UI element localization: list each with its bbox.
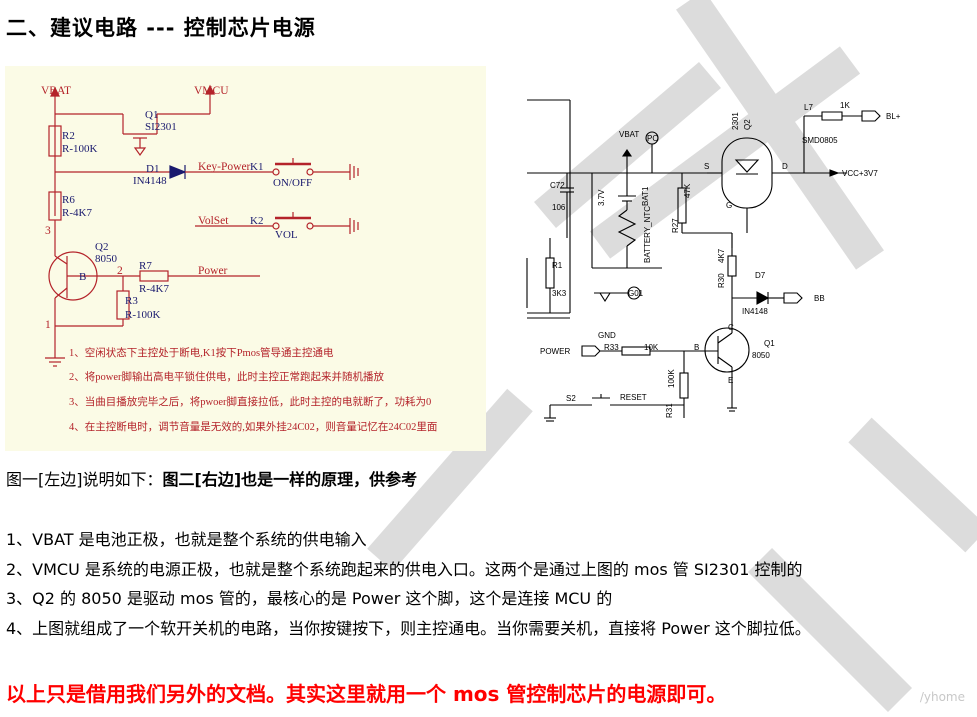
explanation-item-3: 3、Q2 的 8050 是驱动 mos 管的，最核心的是 Power 这个脚，这… (6, 589, 613, 608)
left-note-3: 3、当曲目播放完毕之后，将pwoer脚直接拉低，此时主控的电就断了，功耗为0 (69, 395, 431, 408)
r-label-r31: R31 (665, 403, 674, 418)
label-r2-val: R-100K (62, 143, 98, 155)
figure-caption: 图一[左边]说明如下：图二[右边]也是一样的原理，供参考 (6, 466, 417, 490)
r-label-c: C (728, 323, 734, 332)
label-vbat: VBAT (41, 85, 71, 97)
explanation-item-2: 2、VMCU 是系统的电源正极，也就是整个系统跑起来的供电入口。这两个是通过上图… (6, 559, 803, 579)
label-k1: K1 (250, 161, 263, 173)
r-label-s: S (704, 162, 709, 171)
label-pin2: 2 (117, 265, 123, 277)
r-label-l7: L7 (804, 103, 813, 112)
label-d1: D1 (146, 163, 159, 175)
r-label-reset: RESET (620, 393, 647, 402)
label-d1-part: IN4148 (133, 175, 167, 187)
label-q2: Q2 (95, 241, 108, 253)
r-label-g01: G01 (628, 289, 644, 298)
r-label-bb: BB (814, 294, 825, 303)
r-label-e: E (728, 376, 733, 385)
r-label-c72-val: 106 (552, 203, 566, 212)
r-label-c72: C72 (550, 181, 565, 190)
r-label-gnd: GND (598, 331, 616, 340)
label-onoff: ON/OFF (273, 177, 312, 189)
r-label-l7-val: 1K (840, 101, 850, 110)
label-keypower: Key-Power (198, 161, 251, 173)
label-r7-val: R-4K7 (139, 283, 169, 295)
r-label-r33-val: 10K (644, 343, 659, 352)
r-label-r1: R1 (552, 261, 563, 270)
r-label-r1-val: 3K3 (552, 289, 567, 298)
left-schematic-diagram: VBAT VMCU Key-Power VolSet Power 3 2 1 Q… (41, 84, 437, 433)
r-label-r27: R27 (671, 218, 680, 233)
label-q1: Q1 (145, 109, 158, 121)
label-r3-val: R-100K (125, 309, 161, 321)
r-label-g: G (726, 201, 732, 210)
r-label-q2-part: 2301 (731, 112, 740, 130)
r-label-vbat: VBAT (619, 130, 639, 139)
r-label-q1: Q1 (764, 339, 775, 348)
right-schematic-figure: VBAT PO C72 106 3.7V BAT1 BATTERY_NTC R1… (522, 88, 977, 443)
label-volset: VolSet (198, 215, 229, 227)
label-vol: VOL (275, 229, 298, 241)
label-q1-part: SI2301 (145, 121, 177, 133)
label-r2: R2 (62, 130, 75, 142)
label-pin3: 3 (45, 225, 51, 237)
watermark-text: /yhome (919, 690, 965, 704)
label-r3: R3 (125, 295, 138, 307)
page-title: 二、建议电路 --- 控制芯片电源 (6, 16, 316, 40)
r-label-l7-part: SMD0805 (802, 136, 838, 145)
explanation-item-4: 4、上图就组成了一个软开关机的电路，当你按键按下，则主控通电。当你需要关机，直接… (6, 618, 811, 638)
r-label-po: PO (647, 134, 659, 143)
label-pin1: 1 (45, 319, 51, 331)
explanation-list: 1、VBAT 是电池正极，也就是整个系统的供电输入 2、VMCU 是系统的电源正… (6, 525, 811, 643)
label-r6: R6 (62, 194, 75, 206)
r-label-d7: D7 (755, 271, 766, 280)
footer-remark: 以上只是借用我们另外的文档。其实这里就用一个 mos 管控制芯片的电源即可。 (6, 682, 727, 706)
r-label-r30: R30 (717, 273, 726, 288)
r-label-37v: 3.7V (597, 189, 606, 206)
label-r7: R7 (139, 260, 152, 272)
r-label-r30-val: 4K7 (717, 248, 726, 263)
label-k2: K2 (250, 215, 263, 227)
explanation-item-1: 1、VBAT 是电池正极，也就是整个系统的供电输入 (6, 530, 367, 549)
left-note-4: 4、在主控断电时，调节音量是无效的,如果外挂24C02，则音量记忆在24C02里… (69, 420, 437, 433)
r-label-d7-part: IN4148 (742, 307, 768, 316)
left-schematic-figure: VBAT VMCU Key-Power VolSet Power 3 2 1 Q… (5, 66, 486, 451)
r-label-power: POWER (540, 347, 570, 356)
label-pinb: B (79, 271, 86, 283)
caption-bold: 图二[右边]也是一样的原理，供参考 (162, 470, 418, 489)
label-r6-val: R-4K7 (62, 207, 92, 219)
r-label-bat1: BAT1 (641, 186, 650, 206)
r-label-vcc: VCC+3V7 (842, 169, 878, 178)
r-label-r27-val: 47K (683, 183, 692, 198)
left-note-1: 1、空闲状态下主控处于断电,K1按下Pmos管导通主控通电 (69, 346, 334, 359)
r-label-s2: S2 (566, 394, 576, 403)
caption-plain: 图一[左边]说明如下： (6, 470, 163, 489)
r-label-bl: BL+ (886, 112, 901, 121)
left-note-2: 2、将power脚输出高电平锁住供电，此时主控正常跑起来并随机播放 (69, 370, 384, 383)
r-label-b: B (694, 343, 699, 352)
r-label-d: D (782, 162, 788, 171)
label-q2-part: 8050 (95, 253, 118, 265)
r-label-q2: Q2 (743, 119, 752, 130)
r-label-battery-ntc: BATTERY_NTC (643, 206, 652, 263)
right-schematic-diagram: VBAT PO C72 106 3.7V BAT1 BATTERY_NTC R1… (526, 99, 901, 422)
label-vmcu: VMCU (194, 85, 229, 97)
r-label-r33: R33 (604, 343, 619, 352)
r-label-r31-val: 100K (667, 369, 676, 388)
label-power: Power (198, 265, 228, 277)
r-label-q1-part: 8050 (752, 351, 770, 360)
